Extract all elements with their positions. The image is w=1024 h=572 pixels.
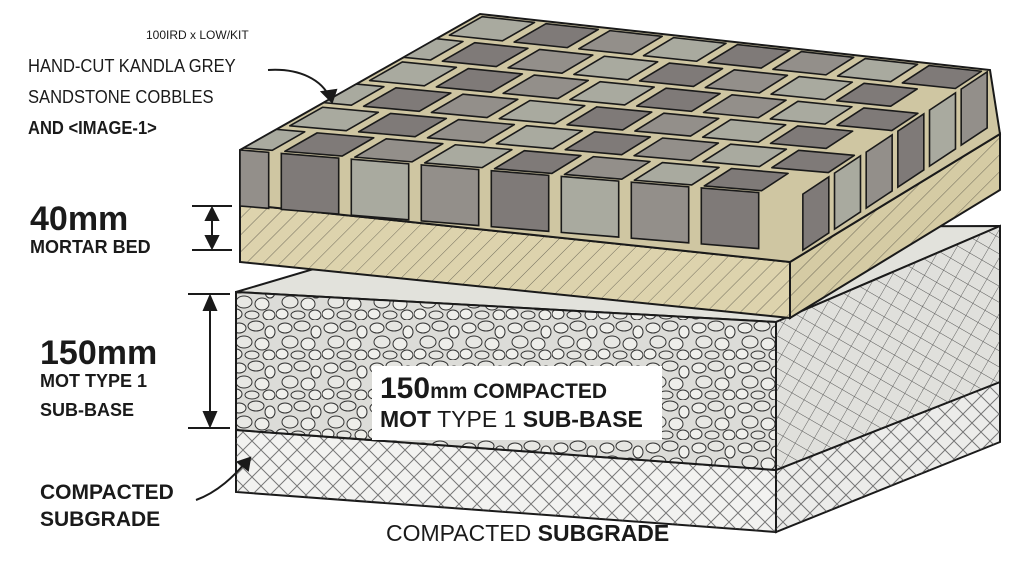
cobble-stone <box>288 106 380 132</box>
cobble-stone <box>502 74 590 100</box>
title-leader-arrow <box>267 68 338 104</box>
title-line-2: SANDSTONE COBBLES <box>28 87 214 107</box>
cobble-layer <box>239 12 1002 264</box>
subgrade-label-line-2: SUBGRADE <box>40 508 161 531</box>
cobble-stone <box>513 22 600 49</box>
title-line-1: HAND-CUT KANDLA GREY <box>28 56 236 76</box>
callout-number: 150 <box>380 372 431 405</box>
callout-line-1: 150mm COMPACTED <box>380 372 607 406</box>
subgrade-label-line-1: COMPACTED <box>40 481 174 504</box>
cobble-stone <box>284 132 375 157</box>
cobble-front-face <box>490 169 550 233</box>
cobble-front-face <box>630 181 690 244</box>
subbase-name-line-1: MOT TYPE 1 <box>40 371 148 391</box>
cobble-stone <box>770 75 854 101</box>
cobble-stone <box>426 118 516 144</box>
cobble-stone <box>441 41 529 68</box>
cobble-stone <box>772 50 855 76</box>
cobble-stone <box>769 100 853 125</box>
cobble-stone <box>635 87 721 113</box>
subgrade-leader-arrow <box>195 456 252 501</box>
cobble-stone <box>362 86 452 113</box>
cobble-side-face <box>960 70 988 147</box>
cobble-side-face <box>802 175 830 252</box>
cobble-stone <box>322 83 385 106</box>
cobble-stone <box>771 149 856 174</box>
cobble-front-face <box>560 175 620 238</box>
callout-subbase: SUB-BASE <box>522 406 643 432</box>
callout-unit: mm <box>430 380 468 403</box>
mortar-dimension-arrow <box>192 205 232 251</box>
callout-line-2: MOT TYPE 1 SUB-BASE <box>380 406 643 433</box>
cobble-stone <box>498 99 586 125</box>
subbase-dimension-arrow <box>188 293 230 429</box>
mortar-layer <box>239 132 1001 320</box>
cobble-stone <box>836 107 919 132</box>
cobble-stone <box>642 36 727 63</box>
cobble-stone <box>507 48 594 75</box>
cobble-stone <box>703 167 789 192</box>
cobble-front-face <box>700 187 760 250</box>
cobble-stone <box>638 62 724 88</box>
cobble-stone <box>448 15 536 42</box>
cobble-stone <box>769 125 854 150</box>
bottom-label-compacted: COMPACTED <box>386 520 532 546</box>
cobble-stone <box>435 67 524 93</box>
cobble-stone <box>569 80 655 106</box>
cobble-stone <box>423 143 513 169</box>
cobble-stone <box>493 149 582 175</box>
cobble-stone <box>836 82 919 108</box>
callout-text: COMPACTED <box>473 380 608 403</box>
cobble-stone <box>702 143 788 168</box>
subgrade-layer <box>235 380 1001 534</box>
cobble-stone <box>701 118 787 144</box>
cobble-side-face <box>928 91 957 168</box>
cobble-stone <box>836 57 919 83</box>
cobble-stone <box>563 155 651 180</box>
cobble-stone <box>402 37 464 61</box>
cobble-stone <box>357 112 448 138</box>
cobble-stone <box>901 64 983 90</box>
cobble-stone <box>566 106 653 131</box>
cobble-stone <box>353 138 444 163</box>
cobble-stone <box>564 131 652 156</box>
title-line-3: AND <IMAGE-1> <box>28 118 157 138</box>
cobble-stone <box>368 61 458 87</box>
subbase-depth-label: 150mm <box>40 334 158 372</box>
title-tag: 100IRD x LOW/KIT <box>146 28 249 42</box>
cobble-stone <box>578 29 663 56</box>
cobble-stone <box>430 93 519 119</box>
cobble-stone <box>573 55 659 81</box>
cobble-stone <box>707 43 791 69</box>
subbase-name-line-2: SUB-BASE <box>40 400 135 420</box>
cobble-side-face <box>833 154 862 231</box>
callout-mot: MOT <box>380 406 432 432</box>
cobble-front-face <box>350 158 410 221</box>
cobble-side-face <box>865 133 893 210</box>
cobble-side-face <box>897 112 925 189</box>
cobble-stone <box>634 112 720 137</box>
mortar-depth-label: 40mm <box>30 200 129 238</box>
cobble-stone <box>702 93 787 119</box>
bottom-subgrade-label: COMPACTED SUBGRADE <box>386 520 669 547</box>
cobble-stone <box>704 68 789 94</box>
mortar-name-label: MORTAR BED <box>30 237 151 257</box>
cobble-grid <box>239 15 988 252</box>
cobble-stone <box>242 128 306 152</box>
cobble-front-face <box>280 152 340 215</box>
callout-type: TYPE 1 <box>437 406 517 432</box>
cobble-stone <box>633 137 720 162</box>
cobble-stone <box>633 161 720 186</box>
cobble-front-face <box>420 164 480 227</box>
bottom-label-subgrade: SUBGRADE <box>537 520 670 546</box>
cobble-stone <box>495 124 584 150</box>
cobble-front-face <box>239 149 270 210</box>
subbase-callout-box: 150mm COMPACTED MOT TYPE 1 SUB-BASE <box>372 366 662 440</box>
